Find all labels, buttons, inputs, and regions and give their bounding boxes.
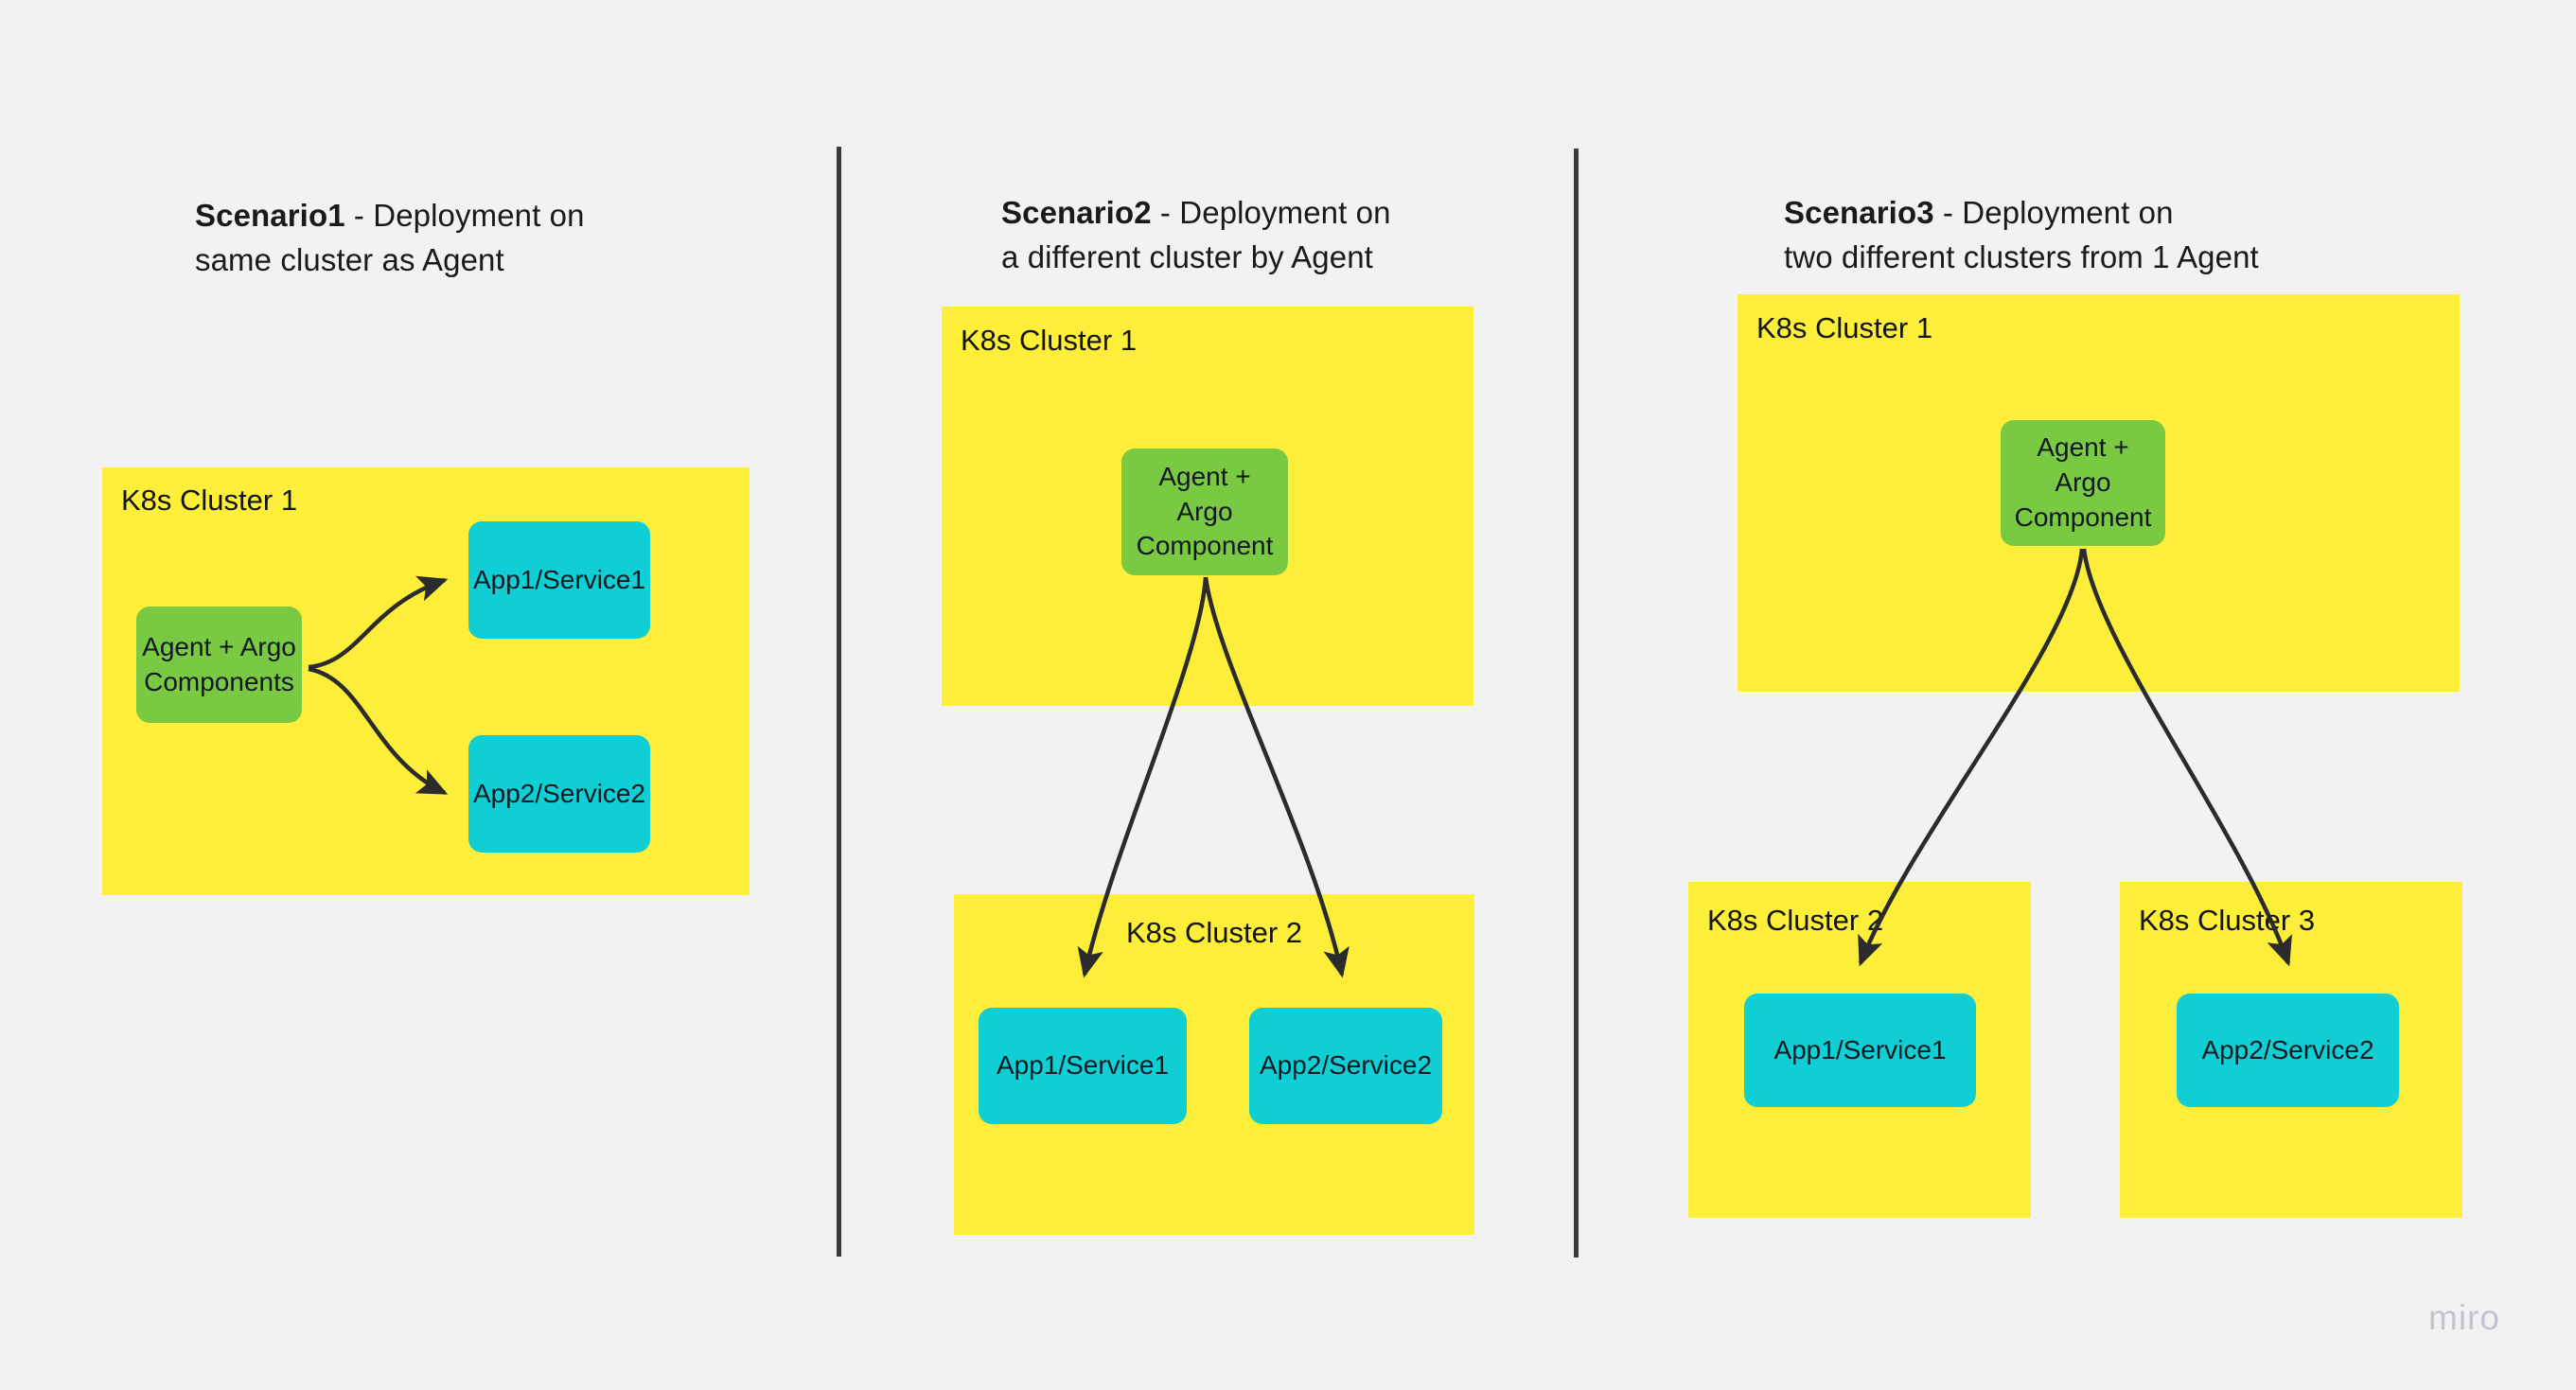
panel-title-scenario2: Scenario2 - Deployment on a different cl… bbox=[1001, 147, 1569, 280]
node-s3-app1[interactable]: App1/Service1 bbox=[1744, 994, 1976, 1107]
cluster-label-s2-cluster1: K8s Cluster 1 bbox=[961, 324, 1138, 357]
node-label-s1-app1: App1/Service1 bbox=[472, 564, 646, 594]
miro-watermark: miro bbox=[2428, 1298, 2500, 1337]
node-s2-agent[interactable]: Agent + Argo Component bbox=[1121, 449, 1288, 575]
scenario1-name: Scenario1 bbox=[195, 197, 345, 233]
node-label-s2-agent: Agent + Argo Component bbox=[1136, 461, 1274, 561]
panel-title-scenario1: Scenario1 - Deployment on same cluster a… bbox=[195, 150, 725, 283]
cluster-label-s1-cluster1: K8s Cluster 1 bbox=[121, 484, 298, 517]
cluster-label-s3-cluster1: K8s Cluster 1 bbox=[1756, 311, 1933, 344]
scenario2-description: - Deployment on a different cluster by A… bbox=[1001, 194, 1391, 274]
panel-divider-1 bbox=[837, 147, 841, 1257]
node-s1-app2[interactable]: App2/Service2 bbox=[468, 735, 650, 853]
node-label-s3-app1: App1/Service1 bbox=[1773, 1034, 1947, 1064]
panel-title-scenario3: Scenario3 - Deployment on two different … bbox=[1784, 147, 2427, 280]
cluster-label-s3-cluster3: K8s Cluster 3 bbox=[2139, 904, 2316, 937]
node-s3-app2[interactable]: App2/Service2 bbox=[2177, 994, 2399, 1107]
node-s2-app1[interactable]: App1/Service1 bbox=[979, 1008, 1187, 1124]
cluster-label-s2-cluster2: K8s Cluster 2 bbox=[1125, 916, 1303, 949]
scenario3-description: - Deployment on two different clusters f… bbox=[1784, 194, 2259, 274]
node-label-s2-app1: App1/Service1 bbox=[996, 1050, 1170, 1081]
scenario1-description: - Deployment on same cluster as Agent bbox=[195, 197, 585, 277]
node-label-s3-app2: App2/Service2 bbox=[2201, 1034, 2374, 1064]
node-label-s2-app2: App2/Service2 bbox=[1259, 1050, 1433, 1081]
node-label-s1-agent: Agent + Argo Components bbox=[142, 631, 296, 696]
node-s2-app2[interactable]: App2/Service2 bbox=[1249, 1008, 1442, 1124]
node-label-s1-app2: App2/Service2 bbox=[472, 778, 646, 808]
scenario3-name: Scenario3 bbox=[1784, 194, 1934, 230]
panel-divider-2 bbox=[1574, 149, 1579, 1258]
node-s1-agent[interactable]: Agent + Argo Components bbox=[136, 607, 302, 723]
node-label-s3-agent: Agent + Argo Component bbox=[2014, 432, 2152, 532]
scenario2-name: Scenario2 bbox=[1001, 194, 1152, 230]
node-s1-app1[interactable]: App1/Service1 bbox=[468, 521, 650, 639]
node-s3-agent[interactable]: Agent + Argo Component bbox=[2001, 420, 2165, 546]
cluster-label-s3-cluster2: K8s Cluster 2 bbox=[1707, 904, 1884, 937]
